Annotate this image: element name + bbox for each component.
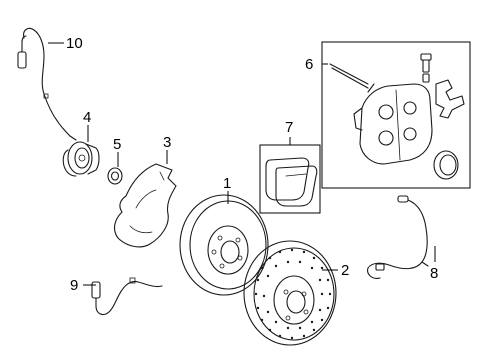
wheel-speed-sensor-front xyxy=(17,27,77,141)
wheel-hub xyxy=(62,141,100,177)
callout-6: 6 xyxy=(305,56,313,73)
callout-3: 3 xyxy=(163,134,171,151)
callout-5: 5 xyxy=(113,136,121,153)
caliper-bleeder-screw xyxy=(420,53,432,83)
wheel-bearing xyxy=(107,167,123,185)
callout-4: 4 xyxy=(83,109,91,126)
callout-7: 7 xyxy=(285,119,293,136)
caliper-pad-clip xyxy=(435,79,465,119)
brake-pads xyxy=(265,157,318,207)
brake-rotor xyxy=(179,194,269,296)
callout-8: 8 xyxy=(430,265,438,282)
brake-rotor-drilled xyxy=(243,240,337,346)
splash-shield xyxy=(113,163,177,248)
caliper-piston-seal xyxy=(433,150,459,180)
callout-10: 10 xyxy=(66,35,83,52)
caliper-guide-pin xyxy=(329,63,369,89)
wheel-speed-sensor-rear xyxy=(91,277,163,316)
rotor-drill-holes xyxy=(254,248,332,340)
brake-wear-sensor xyxy=(367,195,429,279)
brake-pads-box xyxy=(259,144,321,214)
callout-9: 9 xyxy=(70,277,78,294)
caliper-box xyxy=(321,41,471,189)
callout-1: 1 xyxy=(223,175,231,192)
callout-2: 2 xyxy=(341,262,349,279)
brake-caliper xyxy=(353,83,433,165)
